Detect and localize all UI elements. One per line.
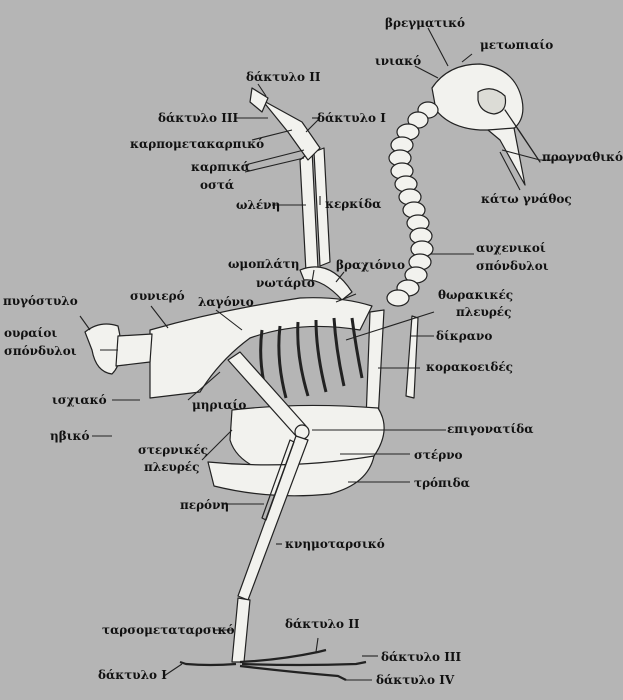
label-daktylo-iii-wing: δάκτυλο ΙΙΙ <box>158 111 239 125</box>
label-daktylo-i-wing: δάκτυλο Ι <box>317 111 386 125</box>
label-tropida: τρόπιδα <box>414 476 470 490</box>
label-tarsometatarsiko: ταρσομεταταρσικό <box>102 623 235 637</box>
label-bregmatiko: βρεγματικό <box>385 16 466 30</box>
toes <box>179 648 367 681</box>
label-synierro: συνιερό <box>130 289 185 303</box>
label-dikrano: δίκρανο <box>436 329 493 343</box>
wing-digit-ii <box>249 87 269 113</box>
label-oleni: ωλένη <box>236 198 281 212</box>
label-peroni: περόνη <box>180 498 230 512</box>
label-prognathiko: προγναθικό <box>542 150 623 164</box>
label-kato-gnathos: κάτω γνάθος <box>481 192 572 206</box>
label-sternikes-line1: στερνικές <box>138 443 208 457</box>
label-sternikes-line2: πλευρές <box>144 460 200 474</box>
upper-beak <box>504 109 541 163</box>
label-kerkida: κερκίδα <box>325 197 382 211</box>
label-miriaio: μηριαίο <box>192 398 247 412</box>
label-ischiako: ισχιακό <box>52 393 107 407</box>
lower-jaw <box>487 127 526 186</box>
label-lagonio: λαγόνιο <box>198 295 254 309</box>
cervical-vertebrae <box>386 101 439 307</box>
label-epigonatida: επιγονατίδα <box>447 422 534 436</box>
label-ouraioi-line1: ουραίοι <box>4 326 58 340</box>
label-karpika-line1: καρπικά <box>191 160 251 174</box>
label-omoplati: ωμοπλάτη <box>228 257 300 271</box>
label-daktylo-ii-foot: δάκτυλο ΙΙ <box>285 617 360 631</box>
label-daktylo-iii-foot: δάκτυλο ΙΙΙ <box>381 650 462 664</box>
label-karpika-line2: οστά <box>200 178 235 192</box>
label-ouraioi-line2: σπόνδυλοι <box>4 344 77 358</box>
label-notario: νωτάριο <box>256 276 315 290</box>
tarsometatarsus <box>231 597 251 663</box>
label-knimotarsiko: κνημοταρσικό <box>285 537 385 551</box>
label-brachionio: βραχιόνιο <box>336 258 406 272</box>
pygostyle <box>84 323 122 375</box>
label-daktylo-ii-wing: δάκτυλο ΙΙ <box>246 70 321 84</box>
wing-radius <box>313 147 331 267</box>
coracoid <box>365 309 385 421</box>
label-metopiaio: μετωπιαίο <box>480 38 554 52</box>
label-karpometakarpiko: καρπομετακαρπικό <box>130 137 265 151</box>
label-thorakikes-line2: πλευρές <box>456 305 512 319</box>
label-ibiko: ηβικό <box>50 429 90 443</box>
furcula <box>405 315 419 399</box>
label-daktylo-iv-foot: δάκτυλο ΙV <box>376 673 455 687</box>
label-daktylo-i-foot: δάκτυλο Ι <box>98 668 167 682</box>
leader-lines <box>79 27 570 681</box>
fibula <box>261 439 295 521</box>
label-sterno: στέρνο <box>414 448 463 462</box>
label-thorakikes-line1: θωρακικές <box>438 288 514 302</box>
caudal-vertebrae <box>115 333 153 367</box>
orbit <box>477 88 507 115</box>
label-auxenikoi-line1: αυχενικοί <box>476 241 546 255</box>
label-pygostylo: πυγόστυλο <box>3 294 78 308</box>
label-iniako: ινιακό <box>375 54 422 68</box>
label-korakoeides: κορακοειδές <box>426 360 513 374</box>
label-auxenikoi-line2: σπόνδυλοι <box>476 259 549 273</box>
